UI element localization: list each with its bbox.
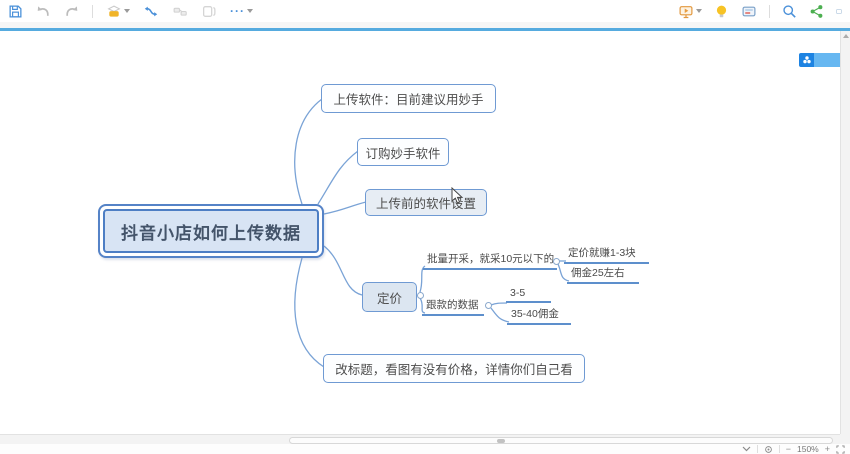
summary-icon xyxy=(203,5,216,17)
format-painter-button[interactable] xyxy=(106,4,130,19)
lightbulb-button[interactable] xyxy=(714,4,729,19)
toolbar-separator xyxy=(769,4,770,18)
status-bar: − 150% + xyxy=(0,444,850,454)
status-separator xyxy=(756,445,758,453)
topic-order-software[interactable]: 订购妙手软件 xyxy=(357,138,449,166)
topic-change-title[interactable]: 改标题，看图有没有价格，详情你们自己看 xyxy=(323,354,585,383)
locate-center-icon[interactable] xyxy=(764,445,773,454)
scroll-up-arrow-icon xyxy=(842,34,849,38)
toolbar-right-group xyxy=(678,4,842,19)
topic-follow-data[interactable]: 跟款的数据 xyxy=(422,297,484,316)
fit-screen-icon[interactable] xyxy=(836,444,845,454)
share-button[interactable] xyxy=(809,4,824,19)
more-button[interactable]: ··· xyxy=(230,4,253,18)
relationship-button[interactable] xyxy=(143,4,159,19)
lightbulb-icon xyxy=(716,5,727,17)
boundary-icon xyxy=(173,7,187,16)
collapse-dot-follow[interactable] xyxy=(485,302,492,309)
zoom-out-button[interactable]: − xyxy=(785,443,791,454)
status-separator xyxy=(778,445,780,453)
save-button[interactable] xyxy=(8,4,23,19)
topic-upload-software[interactable]: 上传软件：目前建议用妙手 xyxy=(321,84,496,113)
redo-icon xyxy=(66,5,78,16)
clover-share-icon xyxy=(799,53,814,67)
root-topic[interactable]: 抖音小店如何上传数据 xyxy=(103,209,319,253)
share-icon xyxy=(810,4,823,18)
topic-3-5[interactable]: 3-5 xyxy=(506,287,551,303)
clipped-edge-button[interactable] xyxy=(836,4,842,19)
format-painter-icon xyxy=(107,5,121,17)
format-painter-caret xyxy=(124,9,130,13)
presentation-button[interactable] xyxy=(678,4,702,19)
topic-earn-1-3[interactable]: 定价就赚1-3块 xyxy=(564,245,649,264)
toolbar-substrip xyxy=(0,22,850,28)
redo-button[interactable] xyxy=(64,4,79,19)
save-icon xyxy=(9,5,22,17)
topic-commission-25[interactable]: 佣金25左右 xyxy=(567,265,639,284)
accent-divider xyxy=(0,28,850,31)
topic-batch-collect[interactable]: 批量开采，就采10元以下的 xyxy=(423,251,558,270)
horizontal-scrollbar[interactable] xyxy=(0,434,840,444)
top-toolbar: ··· xyxy=(0,0,850,22)
toolbar-separator xyxy=(92,4,93,18)
mouse-cursor xyxy=(451,187,464,204)
scrollbar-corner xyxy=(840,434,850,444)
collapse-dot-pricing[interactable] xyxy=(417,292,424,299)
search-button[interactable] xyxy=(782,4,797,19)
scroll-center-marker xyxy=(497,439,505,443)
topic-pricing[interactable]: 定价 xyxy=(362,282,417,312)
more-caret xyxy=(247,9,253,13)
undo-icon xyxy=(37,5,49,16)
vertical-scrollbar[interactable] xyxy=(840,31,850,434)
horizontal-scrollbar-thumb[interactable] xyxy=(289,436,833,444)
more-icon: ··· xyxy=(230,4,245,18)
topic-35-40-commission[interactable]: 35-40佣金 xyxy=(507,306,571,325)
chevron-down-icon[interactable] xyxy=(742,446,751,452)
search-icon xyxy=(783,4,796,18)
note-card-icon xyxy=(742,6,756,16)
undo-button[interactable] xyxy=(36,4,51,19)
presentation-caret xyxy=(696,9,702,13)
zoom-in-button[interactable]: + xyxy=(824,443,830,454)
summary-button[interactable] xyxy=(201,4,217,19)
relationship-icon xyxy=(144,6,158,16)
presentation-icon xyxy=(679,5,693,18)
collapse-dot-batch[interactable] xyxy=(553,258,560,265)
boundary-button[interactable] xyxy=(172,4,188,19)
root-topic-selection[interactable]: 抖音小店如何上传数据 xyxy=(98,204,324,258)
toolbar-left-group: ··· xyxy=(8,4,253,19)
zoom-level[interactable]: 150% xyxy=(796,444,819,454)
topic-pre-upload-settings[interactable]: 上传前的软件设置 xyxy=(365,189,487,216)
note-card-button[interactable] xyxy=(741,4,757,19)
clipped-icon xyxy=(836,8,842,14)
